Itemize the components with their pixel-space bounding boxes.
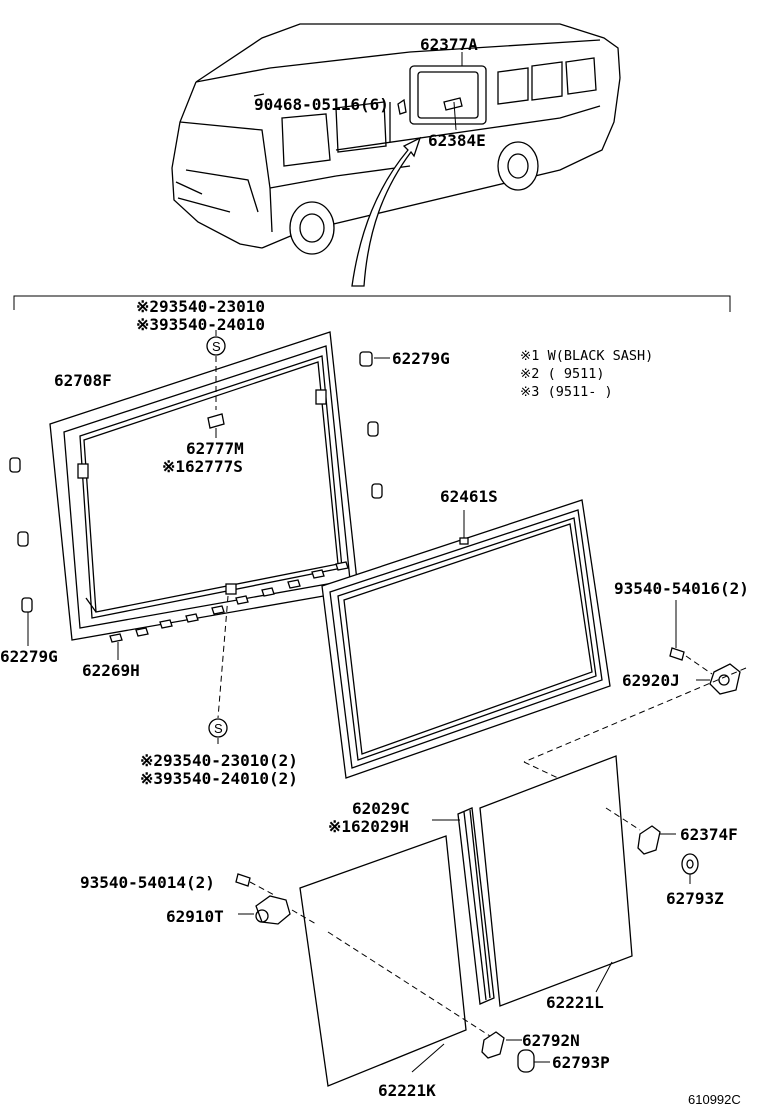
- clip-icon: [9, 351, 383, 613]
- note-line: ※1 W(BLACK SASH): [520, 348, 653, 364]
- part-label: 62279G: [0, 647, 58, 666]
- part-label: 62708F: [54, 371, 112, 390]
- latch-icon: [709, 663, 741, 695]
- part-label: 62777M: [186, 439, 244, 458]
- spec-s-letter: S: [212, 339, 221, 354]
- part-label: 62221L: [546, 993, 604, 1012]
- bolt-icon: [669, 647, 685, 661]
- part-label: ※393540-24010(2): [140, 769, 298, 788]
- part-label: ※162029H: [328, 817, 409, 836]
- part-label: 93540-54016(2): [614, 579, 749, 598]
- grommet-icon: [517, 1049, 535, 1073]
- bolt-icon: [235, 873, 251, 887]
- clip-row: [109, 561, 349, 643]
- part-label: ※162777S: [162, 457, 243, 476]
- weatherstrip: [457, 807, 495, 1005]
- van-illustration: [171, 23, 621, 287]
- part-label: 90468-05116(6): [254, 95, 389, 114]
- spec-s-symbol: [208, 718, 228, 738]
- note-line: ※2 ( 9511): [520, 366, 604, 382]
- van-side-window: [409, 65, 487, 125]
- part-label: 62221K: [378, 1081, 436, 1100]
- cap-icon: [481, 1031, 505, 1059]
- part-label: 62910T: [166, 907, 224, 926]
- clip-icon: [207, 413, 225, 429]
- part-label: 62792N: [522, 1031, 580, 1050]
- part-label: 62384E: [428, 131, 486, 150]
- note-line: ※3 (9511- ): [520, 384, 613, 400]
- front-wheel: [289, 201, 335, 255]
- part-label: ※393540-24010: [136, 315, 265, 334]
- part-label: 62793P: [552, 1053, 610, 1072]
- part-label: 62793Z: [666, 889, 724, 908]
- part-label: 62377A: [420, 35, 478, 54]
- window-glass: [321, 499, 611, 779]
- pointer-arrow-icon: [351, 136, 422, 287]
- glass-panel-left: [299, 835, 467, 1087]
- part-label: 93540-54014(2): [80, 873, 215, 892]
- part-label: 62279G: [392, 349, 450, 368]
- rear-wheel: [497, 141, 539, 191]
- part-label: 62269H: [82, 661, 140, 680]
- cap-icon: [637, 825, 661, 855]
- glass-panel-right: [479, 755, 633, 1007]
- part-label: 62461S: [440, 487, 498, 506]
- part-label: 62029C: [352, 799, 410, 818]
- spec-s-letter: S: [214, 721, 223, 736]
- grommet-icon: [681, 853, 699, 875]
- part-label: 62374F: [680, 825, 738, 844]
- part-label: ※293540-23010: [136, 297, 265, 316]
- spec-s-symbol: [206, 336, 226, 356]
- diagram-id: 610992C: [688, 1092, 741, 1107]
- part-label: 62920J: [622, 671, 680, 690]
- part-label: ※293540-23010(2): [140, 751, 298, 770]
